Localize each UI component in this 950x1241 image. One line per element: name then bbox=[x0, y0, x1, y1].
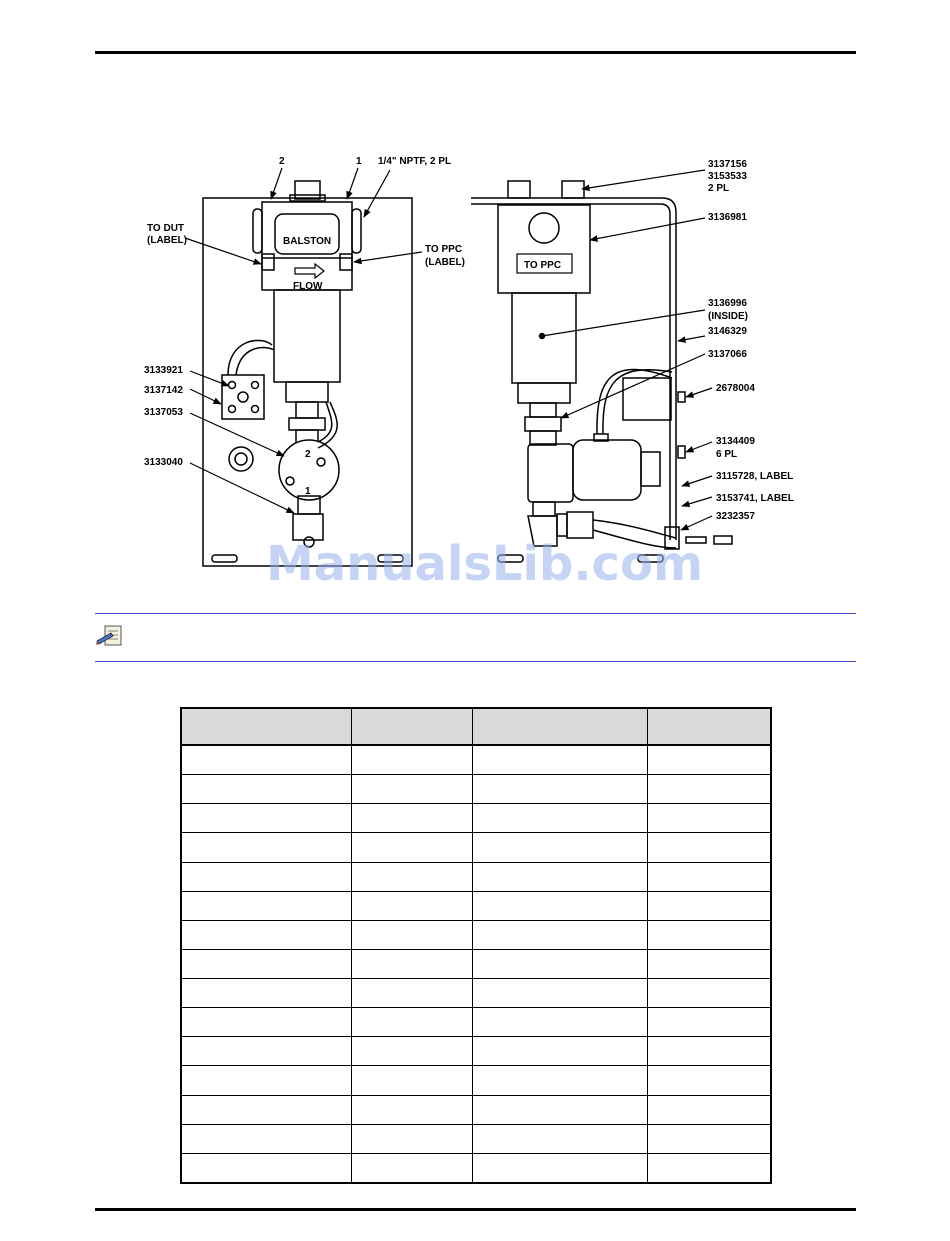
label-to-ppc: TO PPC bbox=[425, 244, 462, 255]
header-cell bbox=[350, 707, 473, 746]
pn-3115728: 3115728, LABEL bbox=[716, 471, 793, 482]
callout-2: 2 bbox=[279, 156, 285, 167]
parts-table bbox=[180, 707, 772, 1184]
callout-1: 1 bbox=[356, 156, 362, 167]
label-to-ppc-label: (LABEL) bbox=[425, 257, 465, 268]
header-cell bbox=[180, 707, 352, 746]
label-right-to-ppc: TO PPC bbox=[524, 260, 561, 271]
pn-3134409: 3134409 bbox=[716, 436, 755, 447]
label-to-dut-label: (LABEL) bbox=[147, 235, 187, 246]
pn-3133040: 3133040 bbox=[144, 457, 183, 468]
left-view bbox=[202, 180, 413, 567]
port-1: 1 bbox=[305, 486, 311, 497]
table-row bbox=[180, 774, 772, 805]
table-row bbox=[180, 832, 772, 863]
right-view bbox=[471, 180, 733, 563]
pn-2678004: 2678004 bbox=[716, 383, 755, 394]
pn-3232357: 3232357 bbox=[716, 511, 755, 522]
port-2: 2 bbox=[305, 449, 311, 460]
pn-3153741: 3153741, LABEL bbox=[716, 493, 794, 504]
label-flow: FLOW bbox=[293, 281, 323, 292]
watermark: ManualsLib.com bbox=[266, 536, 703, 592]
table-row bbox=[180, 1123, 772, 1154]
table-row bbox=[180, 890, 772, 921]
pl-2: 2 PL bbox=[708, 183, 729, 194]
table-row bbox=[180, 1065, 772, 1096]
label-nptf: 1/4" NPTF, 2 PL bbox=[378, 156, 451, 167]
note-band bbox=[95, 613, 856, 662]
header-cell bbox=[471, 707, 648, 746]
pn-3136981: 3136981 bbox=[708, 212, 747, 223]
table-row bbox=[180, 744, 772, 776]
label-balston: BALSTON bbox=[283, 236, 331, 247]
pn-3146329: 3146329 bbox=[708, 326, 747, 337]
assembly-diagram: 2 1 1/4" NPTF, 2 PL TO DUT (LABEL) TO PP… bbox=[144, 156, 794, 567]
pn-3137053: 3137053 bbox=[144, 407, 183, 418]
pn-3133921: 3133921 bbox=[144, 365, 183, 376]
pn-3137066: 3137066 bbox=[708, 349, 747, 360]
label-inside: (INSIDE) bbox=[708, 311, 748, 322]
header-cell bbox=[646, 707, 772, 746]
label-to-dut: TO DUT bbox=[147, 223, 184, 234]
pn-3137156: 3137156 bbox=[708, 159, 747, 170]
table-row bbox=[180, 1152, 772, 1184]
note-pencil-icon bbox=[96, 625, 122, 646]
pn-3136996: 3136996 bbox=[708, 298, 747, 309]
table-row bbox=[180, 977, 772, 1009]
table-row bbox=[180, 1007, 772, 1038]
leader-lines bbox=[184, 167, 713, 531]
pl-6: 6 PL bbox=[716, 449, 737, 460]
table-row bbox=[180, 1094, 772, 1125]
table-row bbox=[180, 861, 772, 892]
footer-rule bbox=[95, 1208, 856, 1211]
table-row bbox=[180, 803, 772, 834]
pn-3153533: 3153533 bbox=[708, 171, 747, 182]
header-rule bbox=[95, 51, 856, 54]
table-row bbox=[180, 1036, 772, 1067]
table-header-row bbox=[180, 707, 772, 746]
table-row bbox=[180, 948, 772, 980]
table-row bbox=[180, 919, 772, 950]
pn-3137142: 3137142 bbox=[144, 385, 183, 396]
